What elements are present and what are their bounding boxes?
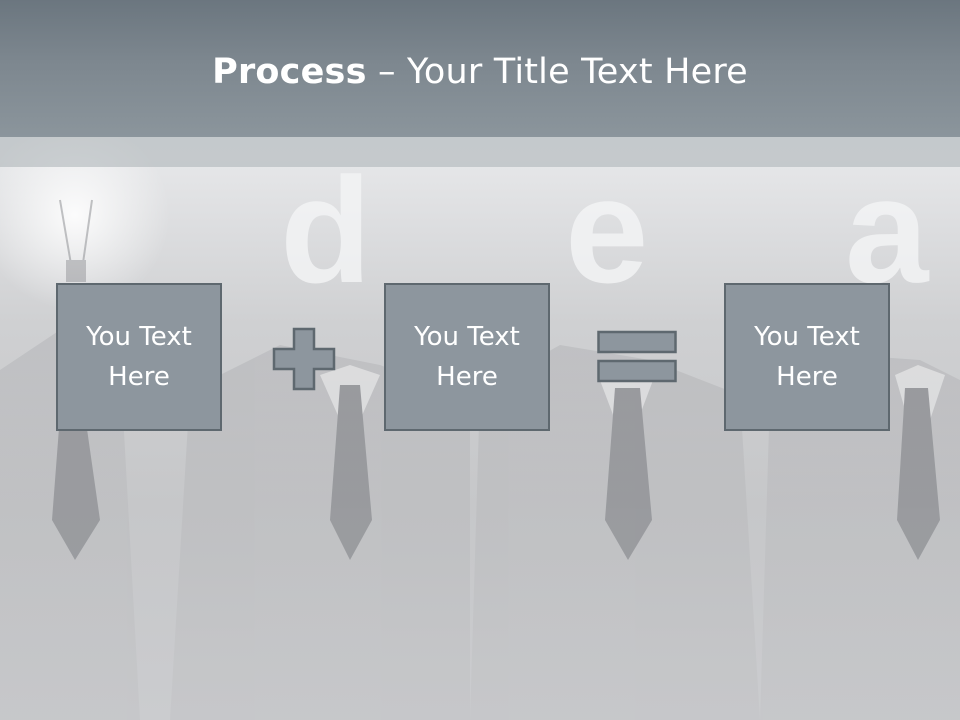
process-box-2[interactable]: You Text Here (384, 283, 550, 431)
slide-title[interactable]: Process – Your Title Text Here (0, 52, 960, 92)
plus-icon (272, 327, 336, 391)
equals-icon (597, 330, 677, 383)
title-rest-text: – Your Title Text Here (366, 52, 748, 92)
title-divider-strip (0, 137, 960, 167)
process-box-3-text: You Text Here (754, 322, 860, 392)
process-box-1-text: You Text Here (86, 322, 192, 392)
process-box-3[interactable]: You Text Here (724, 283, 890, 431)
title-bar (0, 0, 960, 137)
lightbulb-icon (59, 199, 93, 282)
bg-letter-e: e (565, 146, 648, 314)
bg-letter-d: d (280, 146, 372, 314)
process-box-1[interactable]: You Text Here (56, 283, 222, 431)
title-bold-text: Process (212, 52, 367, 92)
process-box-2-text: You Text Here (414, 322, 520, 392)
